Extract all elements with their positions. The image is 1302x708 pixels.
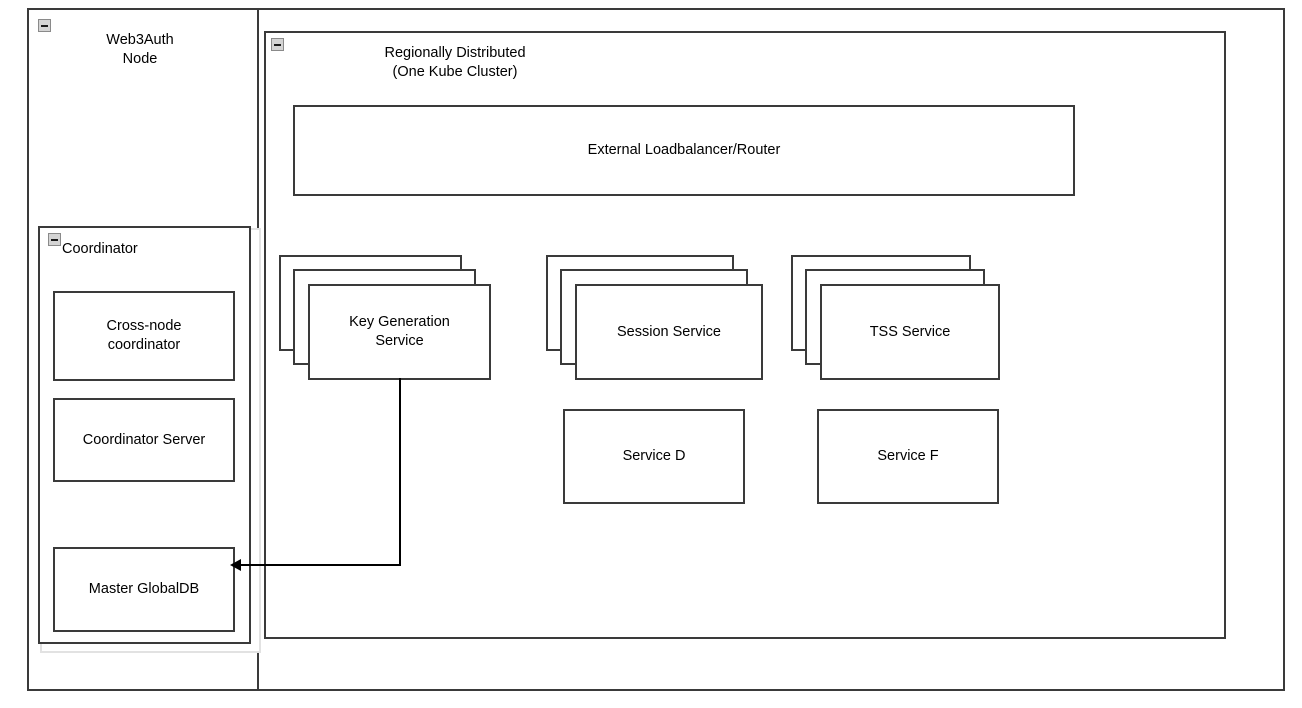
connector-arrowhead-master-globaldb xyxy=(230,559,241,571)
collapse-minus-icon-coordinator[interactable] xyxy=(48,233,61,246)
collapse-minus-icon-web3auth-node[interactable] xyxy=(38,19,51,32)
stack-session-service[interactable]: Session Service xyxy=(546,255,763,380)
node-service-d[interactable]: Service D xyxy=(563,409,745,504)
node-cross-node-coordinator[interactable]: Cross-node coordinator xyxy=(53,291,235,381)
container-regionally-distributed-label: Regionally Distributed (One Kube Cluster… xyxy=(384,45,526,80)
node-coordinator-server[interactable]: Coordinator Server xyxy=(53,398,235,482)
container-coordinator-label: Coordinator xyxy=(62,241,138,257)
node-external-loadbalancer-router[interactable]: External Loadbalancer/Router xyxy=(293,105,1075,196)
stack-layer-front-session-service[interactable]: Session Service xyxy=(575,284,763,380)
stack-key-generation-service[interactable]: Key Generation Service xyxy=(279,255,491,380)
connector-vertical-key-generation-service xyxy=(399,378,401,566)
connector-horizontal-to-master-globaldb xyxy=(236,564,401,566)
container-web3auth-node-label: Web3Auth Node xyxy=(106,32,174,67)
node-service-f[interactable]: Service F xyxy=(817,409,999,504)
stack-layer-front-key-generation-service[interactable]: Key Generation Service xyxy=(308,284,491,380)
collapse-minus-icon-regionally-distributed[interactable] xyxy=(271,38,284,51)
stack-tss-service[interactable]: TSS Service xyxy=(791,255,1000,380)
node-master-globaldb[interactable]: Master GlobalDB xyxy=(53,547,235,632)
stack-layer-front-tss-service[interactable]: TSS Service xyxy=(820,284,1000,380)
